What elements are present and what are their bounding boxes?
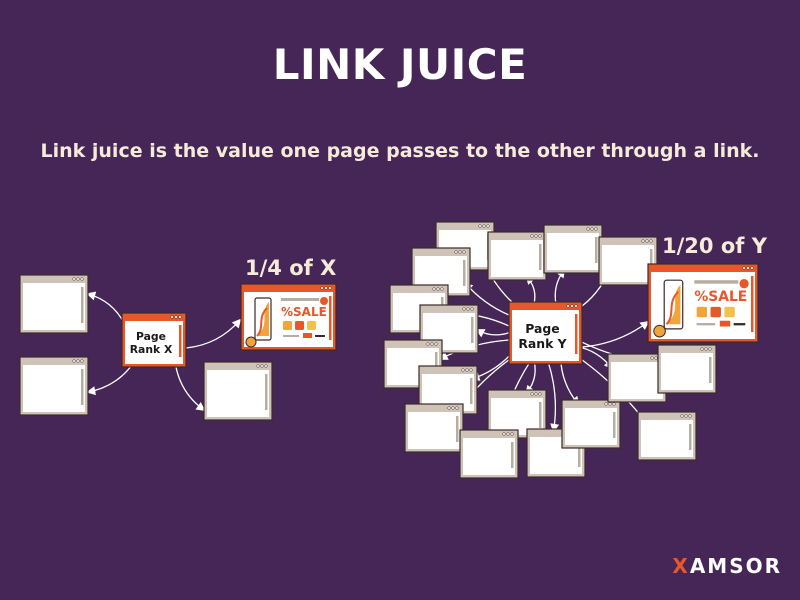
source-label-line1: Page [525, 321, 559, 336]
target-page-window [459, 429, 519, 479]
link-arrow [185, 318, 242, 349]
left-fraction-label: 1/4 of X [245, 256, 337, 280]
brand-logo-rest: AMSOR [689, 554, 782, 578]
target-page-window [487, 231, 547, 281]
target-page-window [561, 399, 621, 449]
target-page-window [19, 274, 89, 334]
link-arrow [525, 275, 536, 306]
source-label-line1: Page [136, 330, 166, 343]
target-page-window [607, 353, 667, 403]
link-arrow [175, 366, 206, 412]
target-page-window [203, 361, 273, 421]
page-title: LINK JUICE [272, 40, 528, 89]
target-page-window [19, 356, 89, 416]
svg-text:%SALE: %SALE [694, 289, 747, 305]
right-fraction-label: 1/20 of Y [662, 234, 767, 258]
target-page-window [543, 224, 603, 274]
target-page-window [404, 403, 464, 453]
link-arrow [554, 268, 566, 305]
target-page-window [637, 411, 697, 461]
link-arrow [86, 364, 133, 396]
target-page-window [598, 236, 658, 286]
link-arrow [547, 362, 560, 433]
svg-text:%SALE: %SALE [281, 305, 327, 319]
brand-logo: XAMSOR [672, 554, 782, 578]
link-arrow [475, 329, 512, 338]
link-arrow [86, 291, 125, 324]
sale-page-window-right: %SALE [647, 263, 759, 343]
target-page-window [419, 304, 479, 354]
page-subtitle: Link juice is the value one page passes … [40, 140, 760, 162]
target-page-window [657, 344, 717, 394]
source-label-line2: Rank X [130, 343, 173, 356]
sale-page-window-left: %SALE [240, 283, 337, 351]
brand-logo-x: X [672, 554, 690, 578]
link-arrow [560, 359, 580, 406]
source-label-line2: Rank Y [518, 336, 567, 351]
link-arrow [581, 320, 650, 348]
